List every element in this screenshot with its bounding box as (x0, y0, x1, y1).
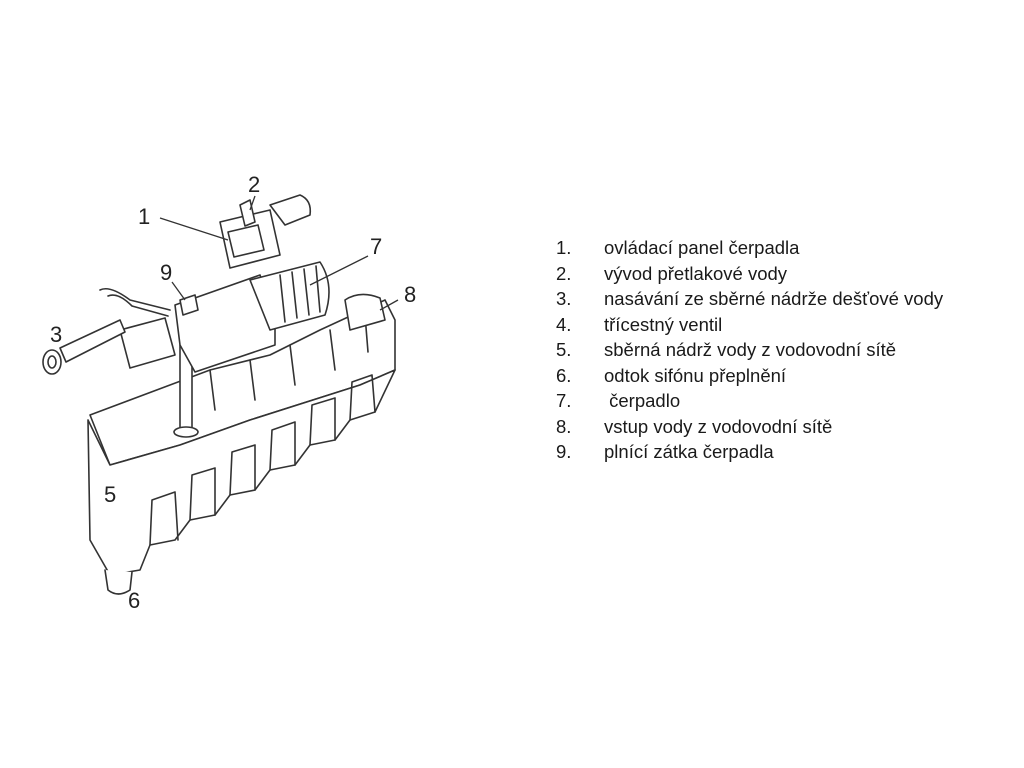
legend-text: čerpadlo (604, 390, 681, 411)
legend-item: 7. čerpadlo (556, 390, 1016, 416)
mains-inlet (344, 293, 386, 331)
motor-fins (279, 265, 321, 323)
callout-2: 2 (248, 172, 260, 197)
suction-fitting-inner (47, 355, 57, 369)
pump-unit-diagram: 1 2 3 5 6 7 8 9 (42, 172, 416, 613)
three-way-valve (119, 317, 176, 369)
leader-9 (171, 281, 186, 301)
legend-text: vstup vody z vodovodní sítě (604, 415, 833, 437)
callout-3: 3 (50, 322, 62, 347)
suction-hose (99, 287, 171, 317)
legend-number: 7. (556, 390, 572, 411)
tank-ledge (209, 314, 369, 411)
leader-2 (249, 195, 256, 211)
tank-ribs (149, 374, 376, 546)
callout-1: 1 (138, 204, 150, 229)
leader-1 (159, 217, 229, 241)
tank-body (87, 369, 396, 576)
callout-6: 6 (128, 588, 140, 613)
legend-item: 1. ovládací panel čerpadla (556, 237, 1016, 263)
legend-number: 8. (556, 415, 572, 437)
callout-5: 5 (104, 482, 116, 507)
legend-number: 4. (556, 313, 572, 335)
legend-number: 9. (556, 441, 572, 462)
callout-8: 8 (404, 282, 416, 307)
outlet-pipe (269, 194, 312, 226)
legend-item: 9. plnící zátka čerpadla (556, 441, 1016, 467)
overflow-outlet (104, 569, 133, 595)
suction-pipe (59, 319, 126, 363)
pipe-flange (173, 426, 199, 438)
leader-8 (379, 299, 399, 311)
legend-text: nasávání ze sběrné nádrže dešťové vody (604, 288, 944, 309)
panel-display (227, 224, 265, 258)
legend-item: 2. vývod přetlakové vody (556, 263, 1016, 289)
legend-number: 5. (556, 339, 572, 360)
legend-number: 1. (556, 237, 572, 258)
legend-text: plnící zátka čerpadla (604, 441, 774, 462)
callout-7: 7 (370, 234, 382, 259)
legend-text: sběrná nádrž vody z vodovodní sítě (604, 339, 897, 360)
legend-item: 3. nasávání ze sběrné nádrže dešťové vod… (556, 288, 1016, 314)
legend-number: 2. (556, 262, 572, 284)
legend-item: 8. vstup vody z vodovodní sítě (556, 416, 1016, 442)
legend-number: 6. (556, 364, 572, 386)
legend-text: ovládací panel čerpadla (604, 237, 800, 258)
leader-7 (309, 255, 369, 286)
legend-item: 6. odtok sifónu přeplnění (556, 365, 1016, 391)
legend-text: odtok sifónu přeplnění (604, 364, 787, 386)
legend-text: vývod přetlakové vody (604, 262, 788, 284)
legend-text: třícestný ventil (604, 313, 723, 335)
legend-item: 5. sběrná nádrž vody z vodovodní sítě (556, 339, 1016, 365)
legend-item: 4. třícestný ventil (556, 314, 1016, 340)
legend-list: 1. ovládací panel čerpadla 2. vývod přet… (556, 237, 1016, 467)
pump-housing (174, 274, 276, 373)
callout-9: 9 (160, 260, 172, 285)
legend-number: 3. (556, 288, 572, 309)
